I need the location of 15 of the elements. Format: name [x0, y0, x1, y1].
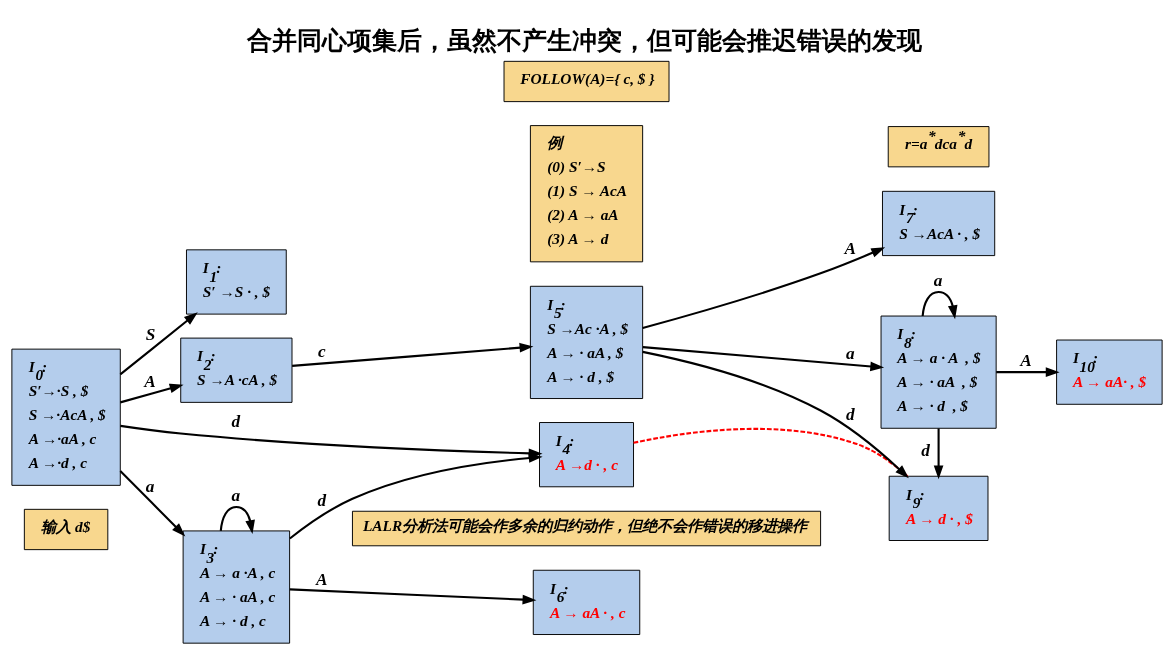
edge-label: a: [231, 485, 241, 505]
edge-label: S: [145, 324, 156, 344]
edge-label: A: [844, 238, 857, 258]
edge-label: c: [317, 341, 326, 361]
edge-label: A: [144, 371, 156, 391]
edge-label: d: [231, 411, 241, 431]
edge-label: A: [1020, 350, 1032, 370]
edge-label: a: [933, 270, 943, 290]
edge-label: d: [317, 490, 327, 510]
edge-label: A: [315, 569, 328, 589]
edge-label: d: [846, 404, 855, 424]
edge-label: a: [846, 343, 855, 363]
diagram-title: 合并同心项集后，虽然不产生冲突，但可能会推迟错误的发现: [246, 26, 922, 54]
edge-label: d: [921, 440, 930, 460]
edge-label: a: [145, 475, 155, 495]
